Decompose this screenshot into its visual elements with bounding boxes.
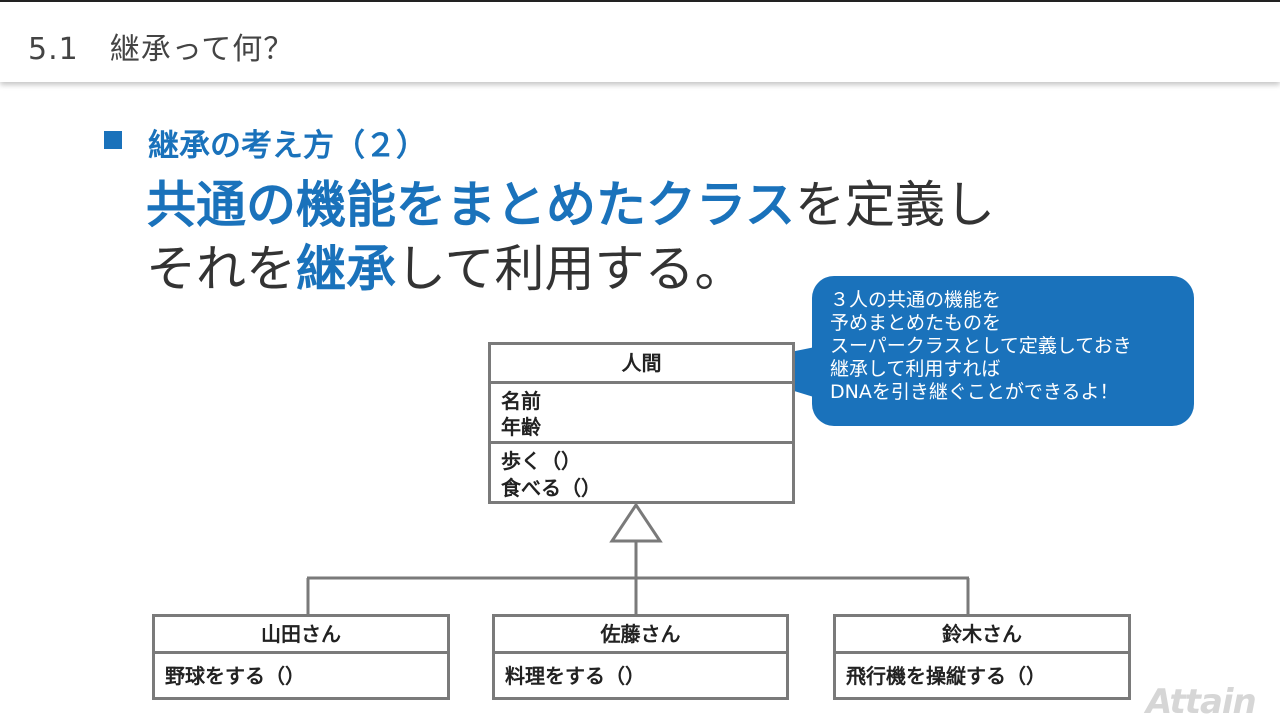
subclass-box-sato: 佐藤さん 料理をする（） bbox=[492, 614, 789, 700]
subclass-method: 飛行機を操縦する（） bbox=[846, 664, 1046, 688]
headline-text-1: を定義し bbox=[795, 176, 995, 234]
method-item: 食べる（） bbox=[501, 476, 601, 500]
callout-line: スーパークラスとして定義しておき bbox=[830, 335, 1132, 357]
headline-highlight-1: 共通の機能をまとめたクラス bbox=[146, 176, 795, 234]
callout-bubble: ３人の共通の機能を 予めまとめたものを スーパークラスとして定義しておき 継承し… bbox=[812, 276, 1194, 426]
subclass-name: 山田さん bbox=[155, 617, 447, 654]
subclass-name: 佐藤さん bbox=[495, 617, 786, 654]
subclass-box-yamada: 山田さん 野球をする（） bbox=[152, 614, 450, 700]
attain-logo: Attain bbox=[1146, 682, 1257, 722]
headline-text-2b: して利用する。 bbox=[396, 240, 745, 298]
subclass-name: 鈴木さん bbox=[836, 617, 1128, 654]
headline-line-1: 共通の機能をまとめたクラスを定義し bbox=[146, 173, 995, 237]
headline-line-2: それを継承して利用する。 bbox=[146, 237, 995, 301]
subclass-method: 野球をする（） bbox=[165, 664, 305, 688]
slide-header: 5.1 継承って何？ bbox=[0, 0, 1280, 82]
superclass-name: 人間 bbox=[491, 345, 792, 384]
square-bullet-icon bbox=[104, 131, 122, 149]
callout-line: 予めまとめたものを bbox=[830, 312, 1002, 334]
attribute-item: 名前 bbox=[501, 389, 541, 413]
callout-line: 継承して利用すれば bbox=[830, 358, 1001, 380]
slide-title: 5.1 継承って何？ bbox=[28, 32, 295, 67]
subclass-box-suzuki: 鈴木さん 飛行機を操縦する（） bbox=[833, 614, 1131, 700]
inheritance-arrow-icon bbox=[609, 502, 663, 543]
headline-highlight-2: 継承 bbox=[296, 240, 396, 298]
superclass-methods: 歩く（） 食べる（） bbox=[491, 444, 792, 502]
attribute-item: 年齢 bbox=[501, 415, 541, 439]
method-item: 歩く（） bbox=[501, 449, 581, 473]
headline: 共通の機能をまとめたクラスを定義し それを継承して利用する。 bbox=[146, 173, 995, 301]
headline-text-2a: それを bbox=[146, 240, 296, 298]
section-title: 継承の考え方（２） bbox=[148, 128, 427, 164]
callout-line: ３人の共通の機能を bbox=[830, 289, 1002, 311]
superclass-attributes: 名前 年齢 bbox=[491, 384, 792, 444]
callout-line: DNAを引き継ぐことができるよ！ bbox=[830, 381, 1119, 403]
subclass-method: 料理をする（） bbox=[505, 664, 645, 688]
superclass-box: 人間 名前 年齢 歩く（） 食べる（） bbox=[488, 342, 795, 504]
